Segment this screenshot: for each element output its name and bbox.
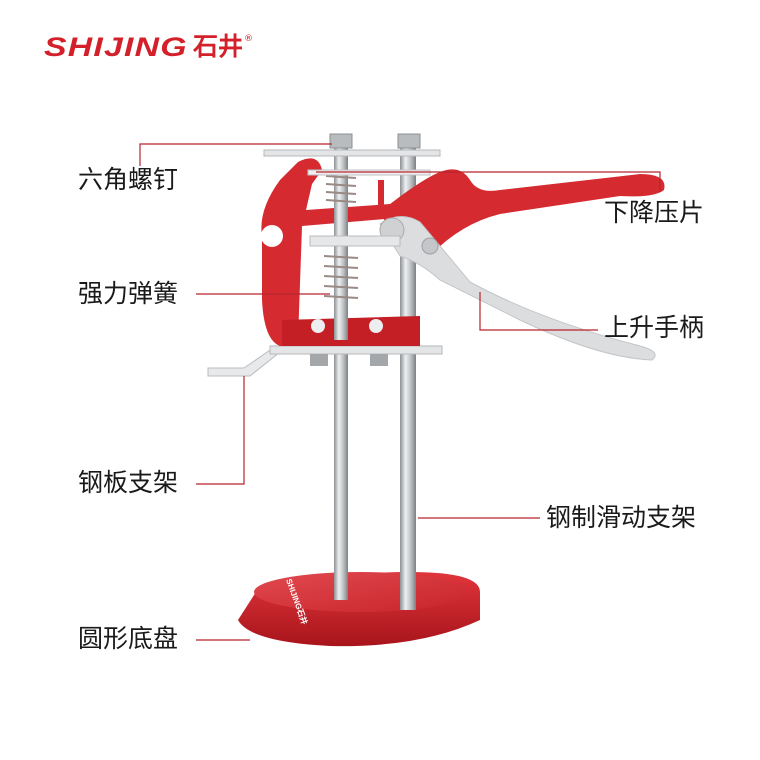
lift-handle-shape [379,216,656,361]
brand-logo-chinese: 石井 [193,32,244,61]
callout-lift-handle: 上升手柄 [604,313,705,342]
brand-logo: SHIJING 石井 ® [44,32,253,62]
spring-upper [325,175,357,203]
spring-lower [323,255,359,299]
callout-hex-screw: 六角螺钉 [78,165,179,194]
left-rod [334,350,348,600]
callout-round-base: 圆形底盘 [78,624,179,653]
red-frame [261,158,420,346]
pressure-handle-shape [380,169,665,256]
callout-pressure-plate: 下降压片 [604,198,705,227]
registered-mark: ® [244,34,254,44]
callout-spring: 强力弹簧 [78,279,179,308]
callout-steel-plate-bracket: 钢板支架 [78,468,179,497]
brand-logo-latin: SHIJING [44,32,188,62]
callout-steel-sliding-bracket: 钢制滑动支架 [546,503,697,532]
leader-lines [139,143,661,641]
round-base-shape: SHIJING石井 [238,572,480,647]
